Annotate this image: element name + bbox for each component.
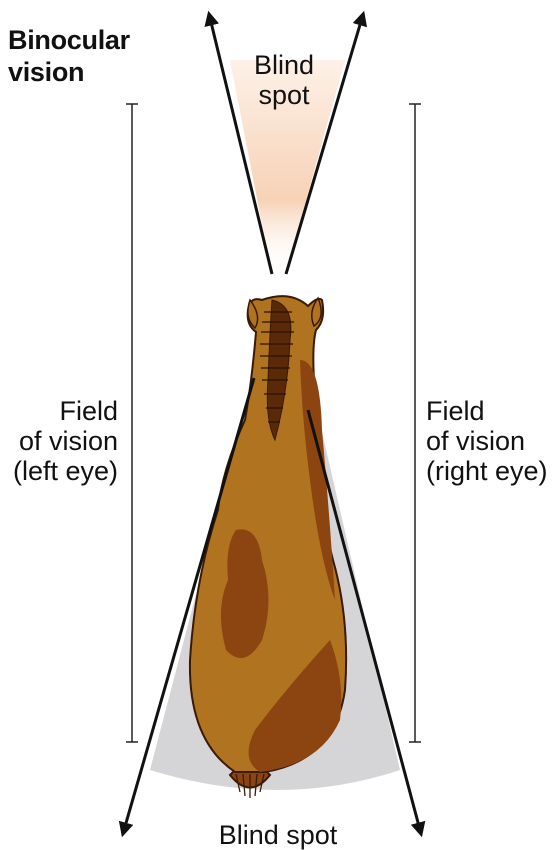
left-field-line-2: of vision [0, 426, 118, 456]
front-blind-spot-line-1: Blind [242, 50, 326, 80]
right-field-line-1: Field [426, 396, 556, 426]
rear-blind-spot-label: Blind spot [178, 820, 378, 850]
horse-top-view-icon [190, 296, 346, 798]
right-field-line-2: of vision [426, 426, 556, 456]
front-blind-spot-line-2: spot [242, 80, 326, 110]
left-field-line-1: Field [0, 396, 118, 426]
right-field-bracket [409, 104, 421, 742]
front-blind-spot-label: Blind spot [242, 50, 326, 110]
right-field-line-3: (right eye) [426, 456, 556, 486]
left-field-bracket [126, 104, 138, 742]
right-eye-field-label: Field of vision (right eye) [426, 396, 556, 486]
left-field-line-3: (left eye) [0, 456, 118, 486]
left-eye-field-label: Field of vision (left eye) [0, 396, 118, 486]
